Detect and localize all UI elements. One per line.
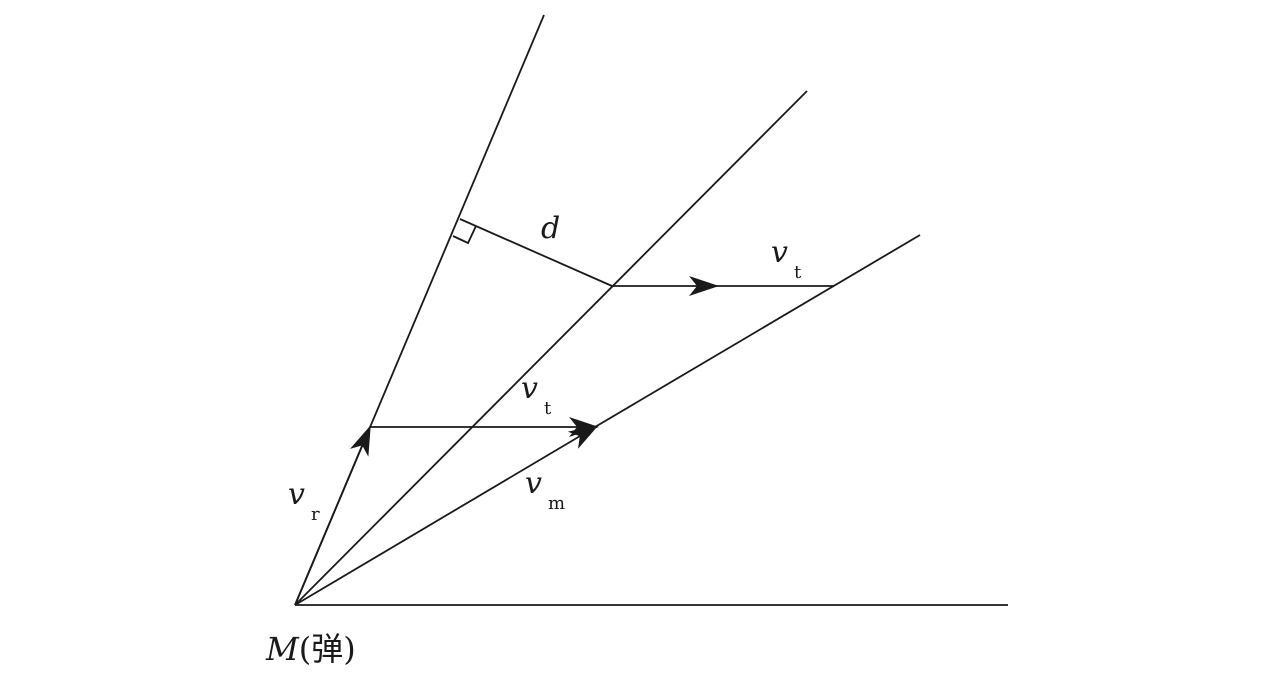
- middle-ray: [294, 90, 808, 606]
- label-origin: M(弹): [265, 630, 356, 668]
- label-d: d: [541, 211, 560, 246]
- label-vm: vm: [525, 466, 565, 514]
- lower-ray: [594, 234, 921, 428]
- vm-vector: [294, 424, 599, 606]
- label-vt-upper: vt: [771, 235, 802, 283]
- label-vr: vr: [288, 477, 320, 525]
- distance-d-line: [459, 218, 613, 287]
- right-angle-marker: [452, 225, 477, 245]
- label-vt-lower: vt: [521, 371, 552, 419]
- vr-vector: [294, 425, 371, 606]
